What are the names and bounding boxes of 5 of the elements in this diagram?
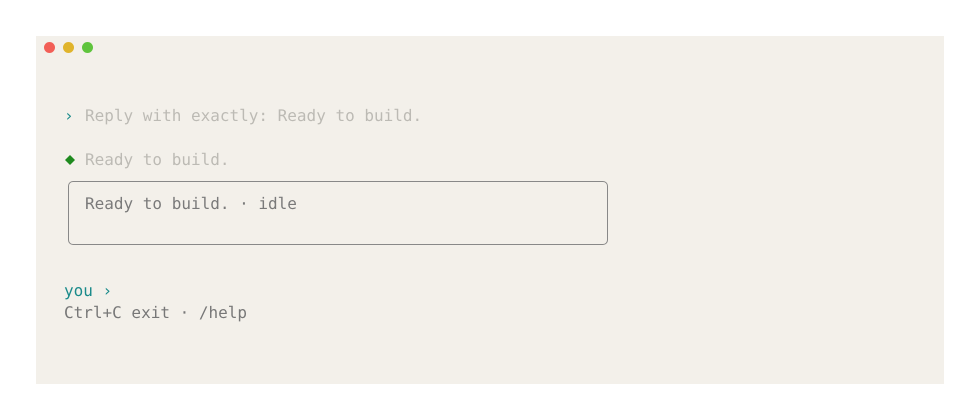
status-box (68, 181, 608, 245)
prompt-chevron: › (64, 106, 74, 126)
help-hint: Ctrl+C exit · /help (64, 303, 248, 323)
input-prompt: you › (64, 281, 112, 301)
status-text: Ready to build. · idle (85, 194, 297, 214)
